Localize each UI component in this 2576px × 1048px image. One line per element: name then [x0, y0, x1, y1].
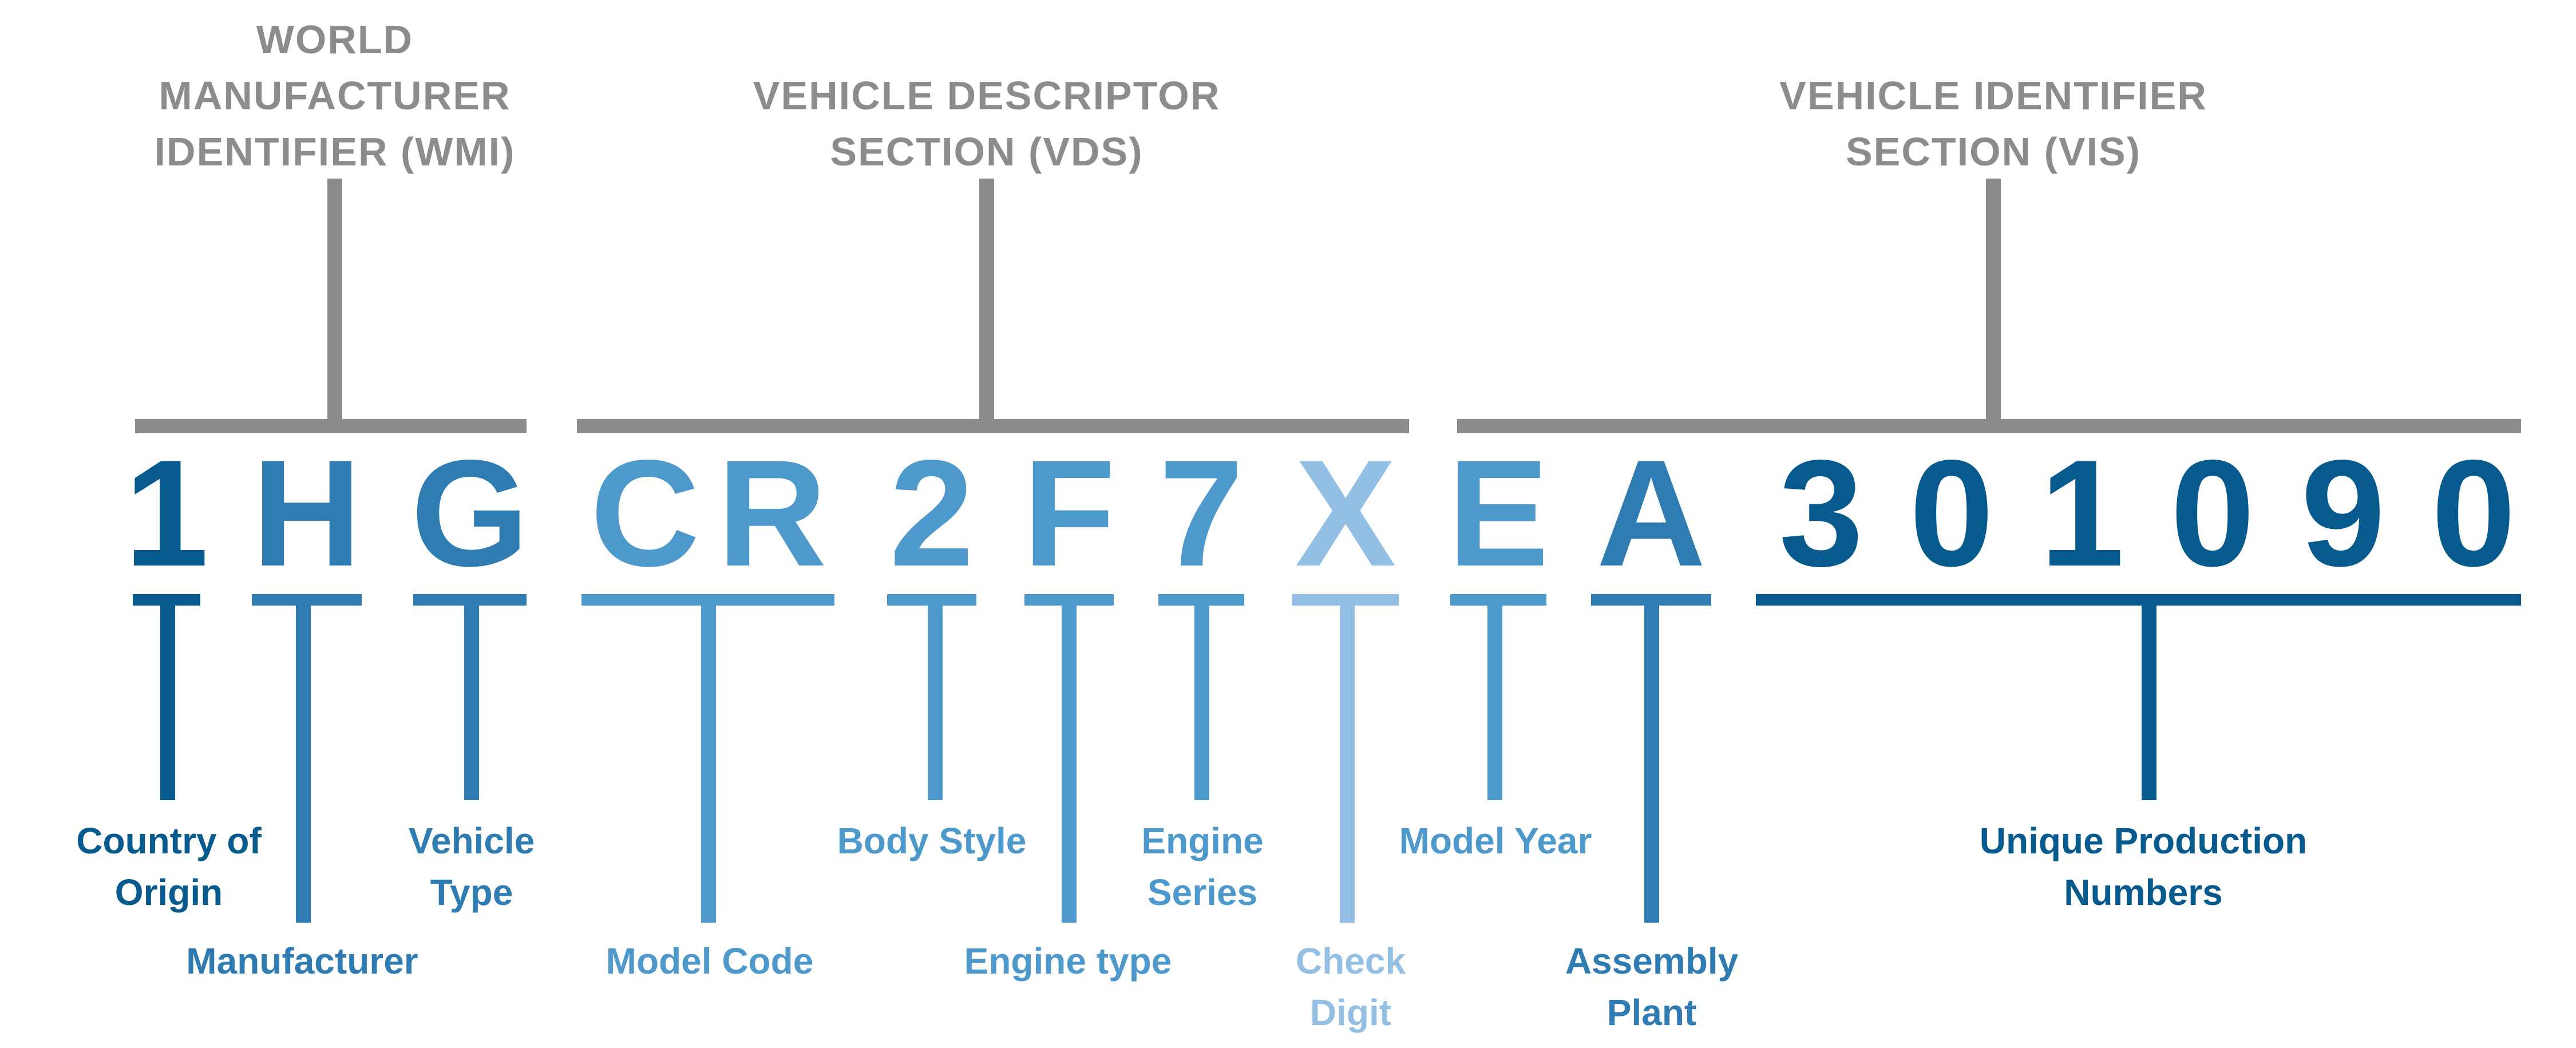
tick-manufacturer: [296, 604, 311, 923]
label-vehicle-type: Vehicle Type: [409, 815, 535, 918]
underline-pos2: [252, 594, 362, 606]
section-label-vds-line2: SECTION (VDS): [830, 129, 1143, 174]
vds-stem-line: [979, 179, 994, 425]
tick-body-style: [928, 604, 943, 800]
label-assembly-plant: Assembly Plant: [1565, 935, 1738, 1038]
underline-pos1: [133, 594, 200, 606]
vin-char-pos16: 9: [2301, 429, 2385, 598]
tick-engine-type: [1062, 604, 1077, 923]
section-label-wmi-line3: IDENTIFIER (WMI): [154, 129, 516, 174]
label-engine-series: Engine Series: [1141, 815, 1263, 918]
label-unique-production-numbers-line1: Unique Production: [1979, 820, 2308, 861]
vin-char-pos8: 7: [1159, 429, 1244, 598]
label-check-digit-line2: Digit: [1309, 992, 1392, 1033]
vis-bracket: [1457, 419, 2521, 433]
underline-pos6: [887, 594, 976, 606]
label-model-year-line1: Model Year: [1399, 820, 1592, 861]
label-vehicle-type-line1: Vehicle: [408, 820, 535, 861]
section-label-wmi-line1: WORLD: [256, 17, 414, 62]
tick-unique-production: [2142, 604, 2156, 800]
label-vehicle-type-line2: Type: [430, 872, 513, 913]
tick-check-digit: [1340, 604, 1355, 923]
underline-pos11: [1591, 594, 1711, 606]
vin-char-pos13: 0: [1909, 429, 1994, 598]
wmi-stem-line: [327, 179, 342, 425]
label-body-style-line1: Body Style: [837, 820, 1027, 861]
vin-char-pos17: 0: [2431, 429, 2516, 598]
label-check-digit: Check Digit: [1296, 935, 1406, 1038]
tick-engine-series: [1194, 604, 1209, 800]
label-country-of-origin-line1: Country of: [76, 820, 262, 861]
underline-pos8: [1158, 594, 1244, 606]
vin-char-pos10: E: [1447, 429, 1549, 598]
vin-char-pos4: C: [590, 429, 700, 598]
underline-pos3: [413, 594, 527, 606]
vin-char-pos6: 2: [889, 429, 974, 598]
underline-pos12-17: [1756, 594, 2521, 606]
tick-model-code: [701, 604, 716, 923]
vin-char-pos2: H: [252, 429, 362, 598]
underline-pos7: [1024, 594, 1114, 606]
label-manufacturer-line1: Manufacturer: [186, 940, 418, 982]
label-manufacturer: Manufacturer: [186, 935, 418, 987]
vin-char-pos12: 3: [1779, 429, 1863, 598]
vin-char-pos5: R: [717, 429, 827, 598]
section-label-wmi: WORLD MANUFACTURER IDENTIFIER (WMI): [155, 11, 516, 180]
section-label-wmi-line2: MANUFACTURER: [159, 73, 511, 118]
label-assembly-plant-line2: Plant: [1606, 992, 1697, 1033]
label-assembly-plant-line1: Assembly: [1565, 940, 1739, 982]
label-check-digit-line1: Check: [1295, 940, 1406, 982]
vin-char-pos3: G: [410, 429, 529, 598]
label-country-of-origin: Country of Origin: [76, 815, 262, 918]
vis-stem-line: [1986, 179, 2001, 425]
vin-char-pos9: X: [1295, 429, 1396, 598]
label-model-year: Model Year: [1399, 815, 1592, 867]
label-country-of-origin-line2: Origin: [114, 872, 223, 913]
vin-char-pos7: F: [1023, 429, 1115, 598]
vds-bracket: [577, 419, 1409, 433]
wmi-bracket: [135, 419, 527, 433]
label-engine-series-line1: Engine: [1141, 820, 1264, 861]
underline-pos9: [1292, 594, 1399, 606]
label-engine-type-line1: Engine type: [964, 940, 1172, 982]
label-unique-production-numbers: Unique Production Numbers: [1980, 815, 2307, 918]
tick-vehicle-type: [464, 604, 479, 800]
underline-pos4-5: [581, 594, 834, 606]
label-model-code-line1: Model Code: [606, 940, 814, 982]
tick-model-year: [1487, 604, 1502, 800]
section-label-vds: VEHICLE DESCRIPTOR SECTION (VDS): [753, 68, 1221, 180]
tick-assembly-plant: [1644, 604, 1659, 923]
underline-pos10: [1450, 594, 1546, 606]
section-label-vds-line1: VEHICLE DESCRIPTOR: [753, 73, 1221, 118]
label-engine-series-line2: Series: [1147, 872, 1258, 913]
label-model-code: Model Code: [606, 935, 814, 987]
tick-country-of-origin: [160, 604, 175, 800]
section-label-vis: VEHICLE IDENTIFIER SECTION (VIS): [1779, 68, 2207, 180]
vin-char-pos1: 1: [124, 429, 209, 598]
label-engine-type: Engine type: [964, 935, 1172, 987]
section-label-vis-line2: SECTION (VIS): [1845, 129, 2142, 174]
vin-char-pos15: 0: [2170, 429, 2255, 598]
vin-char-pos14: 1: [2040, 429, 2124, 598]
section-label-vis-line1: VEHICLE IDENTIFIER: [1779, 73, 2207, 118]
vin-char-pos11: A: [1596, 429, 1706, 598]
label-unique-production-numbers-line2: Numbers: [2064, 872, 2223, 913]
label-body-style: Body Style: [837, 815, 1027, 867]
